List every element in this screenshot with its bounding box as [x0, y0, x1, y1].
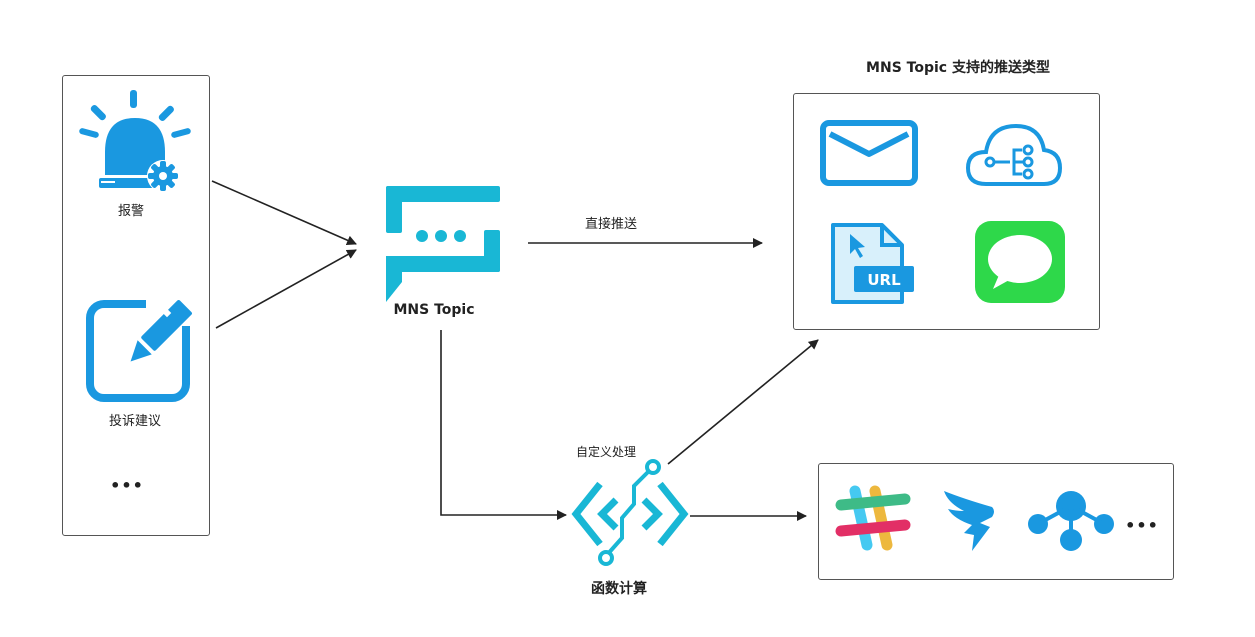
- function-compute-icon: [571, 459, 689, 566]
- message-bubble-icon: [975, 221, 1065, 303]
- url-file-icon: URL: [831, 223, 914, 304]
- custom-processing-label: 自定义处理: [575, 445, 637, 459]
- push-types-title: MNS Topic 支持的推送类型: [866, 60, 1050, 76]
- mns-topic-icon: [386, 186, 500, 302]
- svg-text:URL: URL: [867, 271, 901, 289]
- function-compute-label: 函数计算: [591, 581, 647, 597]
- integrations-more: •••: [1125, 516, 1159, 535]
- mns-topic-label: MNS Topic: [393, 302, 475, 318]
- webhook-icon: [1028, 491, 1114, 551]
- edit-icon: [86, 296, 192, 402]
- sources-more: •••: [110, 476, 144, 495]
- complaint-label: 投诉建议: [108, 414, 162, 429]
- dingtalk-icon: [944, 491, 994, 551]
- alarm-label: 报警: [117, 204, 145, 219]
- alarm-icon: [79, 90, 191, 192]
- mail-icon: [820, 120, 918, 186]
- cloud-network-icon: [965, 123, 1063, 186]
- direct-push-label: 直接推送: [584, 217, 638, 232]
- slack-icon: [835, 485, 911, 551]
